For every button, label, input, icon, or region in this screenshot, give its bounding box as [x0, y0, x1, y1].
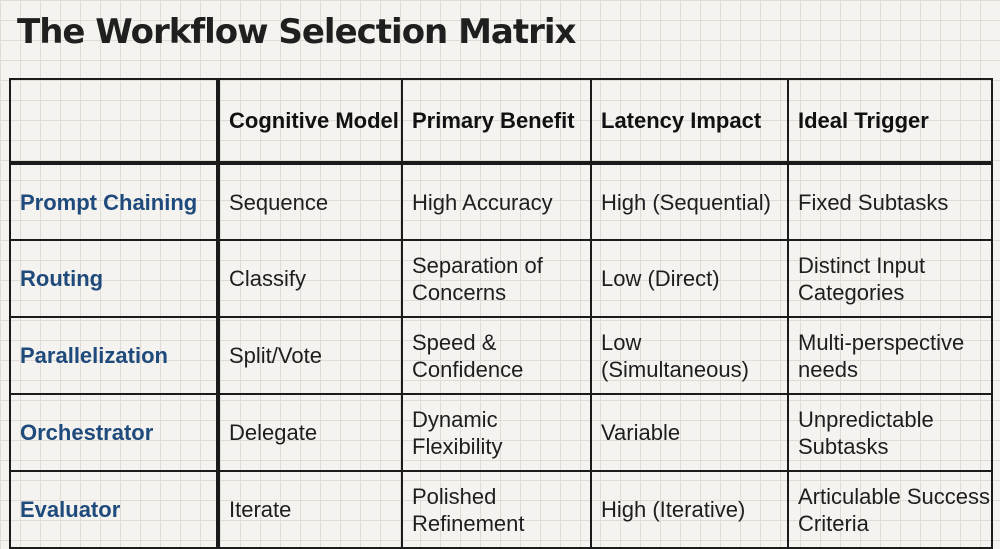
table-row: Routing Classify Separation of Concerns … [9, 239, 993, 318]
column-header-ideal-trigger: Ideal Trigger [787, 78, 993, 165]
table-row: Parallelization Split/Vote Speed & Confi… [9, 316, 993, 395]
table-row: Prompt Chaining Sequence High Accuracy H… [9, 162, 993, 241]
table-cell: High Accuracy [401, 162, 592, 241]
table-cell: Low (Direct) [590, 239, 789, 318]
table-cell: Low (Simultaneous) [590, 316, 789, 395]
table-cell: Variable [590, 393, 789, 472]
header-row: Cognitive Model Primary Benefit Latency … [9, 78, 993, 165]
table-row: Evaluator Iterate Polished Refinement Hi… [9, 470, 993, 549]
table-cell: Split/Vote [217, 316, 403, 395]
table-cell: Fixed Subtasks [787, 162, 993, 241]
table-cell: Polished Refinement [401, 470, 592, 549]
column-header-primary-benefit: Primary Benefit [401, 78, 592, 165]
table-cell: Classify [217, 239, 403, 318]
row-header: Prompt Chaining [9, 162, 220, 241]
row-header: Orchestrator [9, 393, 220, 472]
workflow-matrix-table: Cognitive Model Primary Benefit Latency … [9, 78, 993, 549]
row-header: Evaluator [9, 470, 220, 549]
table-row: Orchestrator Delegate Dynamic Flexibilit… [9, 393, 993, 472]
page-title: The Workflow Selection Matrix [17, 12, 576, 52]
table-cell: Multi-perspective needs [787, 316, 993, 395]
row-header: Routing [9, 239, 220, 318]
table-cell: High (Iterative) [590, 470, 789, 549]
table-cell: Dynamic Flexibility [401, 393, 592, 472]
table-cell: Unpredictable Subtasks [787, 393, 993, 472]
table-cell: Separation of Concerns [401, 239, 592, 318]
table-cell: Delegate [217, 393, 403, 472]
table-cell: Speed & Confidence [401, 316, 592, 395]
row-header: Parallelization [9, 316, 220, 395]
corner-cell [9, 78, 220, 165]
table-cell: Distinct Input Categories [787, 239, 993, 318]
table-cell: High (Sequential) [590, 162, 789, 241]
column-header-cognitive-model: Cognitive Model [217, 78, 403, 165]
table-cell: Articulable Success Criteria [787, 470, 993, 549]
table-cell: Iterate [217, 470, 403, 549]
column-header-latency-impact: Latency Impact [590, 78, 789, 165]
table-cell: Sequence [217, 162, 403, 241]
